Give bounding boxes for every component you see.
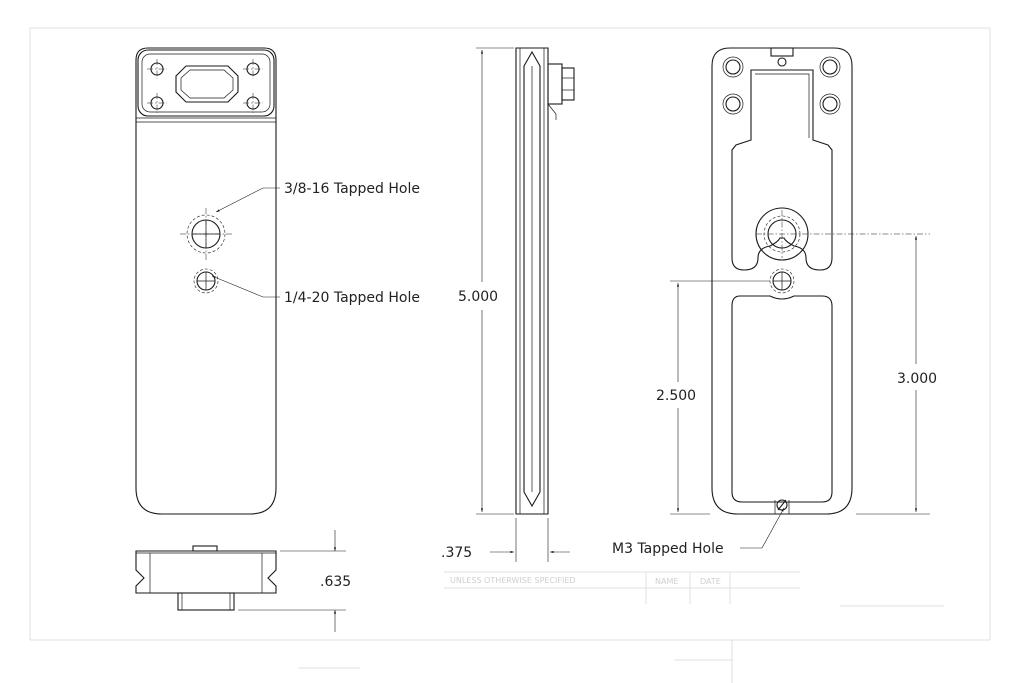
- callout-m3-tapped-hole: M3 Tapped Hole: [612, 541, 724, 557]
- bottom-view: [135, 530, 346, 632]
- dim-offset-2-500: 2.500: [656, 388, 696, 404]
- callout-1-4-tapped-hole: 1/4-20 Tapped Hole: [284, 290, 420, 306]
- back-tapped-hole-small: [670, 268, 795, 294]
- back-tapped-hole-large: [755, 207, 930, 261]
- tapped-hole-3-8: [180, 208, 232, 260]
- back-mounting-holes: [722, 56, 841, 115]
- side-view: [476, 47, 575, 562]
- back-view: [670, 47, 930, 549]
- title-block-date: DATE: [700, 577, 721, 586]
- title-block-unless: UNLESS OTHERWISE SPECIFIED: [450, 576, 576, 585]
- front-view: [135, 47, 280, 515]
- dim-height: .635: [320, 574, 351, 590]
- callout-3-8-tapped-hole: 3/8-16 Tapped Hole: [284, 181, 420, 197]
- dim-thickness: .375: [441, 545, 472, 561]
- tapped-hole-1-4: [193, 268, 219, 294]
- sheet-border: [29, 27, 991, 641]
- title-block-name: NAME: [655, 577, 678, 586]
- head-mounting-holes: [147, 59, 263, 113]
- dim-offset-3-000: 3.000: [897, 371, 937, 387]
- dim-length: 5.000: [458, 289, 498, 305]
- title-block: [298, 571, 944, 683]
